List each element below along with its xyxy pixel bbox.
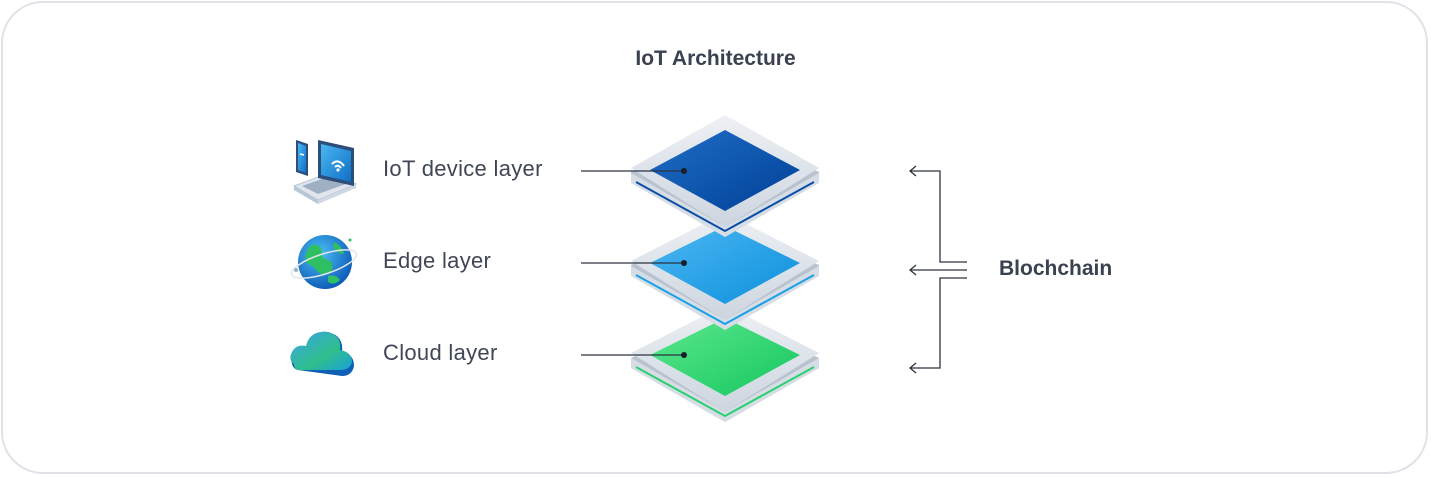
layer-label-iot-device: IoT device layer [383,156,543,181]
connector-edge [581,260,687,266]
layer-label-edge: Edge layer [383,248,492,273]
arrow-to-edge [908,264,917,276]
blockchain-bracket [910,170,967,369]
laptop-phone-icon [292,140,358,204]
layer-label-cloud: Cloud layer [383,340,498,365]
arrow-to-iot-device [908,165,917,177]
tile-edge-layer [631,213,819,330]
blockchain-label: Blochchain [999,257,1113,280]
connector-iot-device [581,168,687,174]
cloud-icon [290,331,354,376]
diagram-title: IoT Architecture [635,47,796,70]
tile-cloud-layer [631,305,819,422]
tile-iot-device-layer [631,115,819,237]
arrow-to-cloud [908,362,917,374]
globe-icon [290,235,358,289]
connector-cloud [581,352,687,358]
